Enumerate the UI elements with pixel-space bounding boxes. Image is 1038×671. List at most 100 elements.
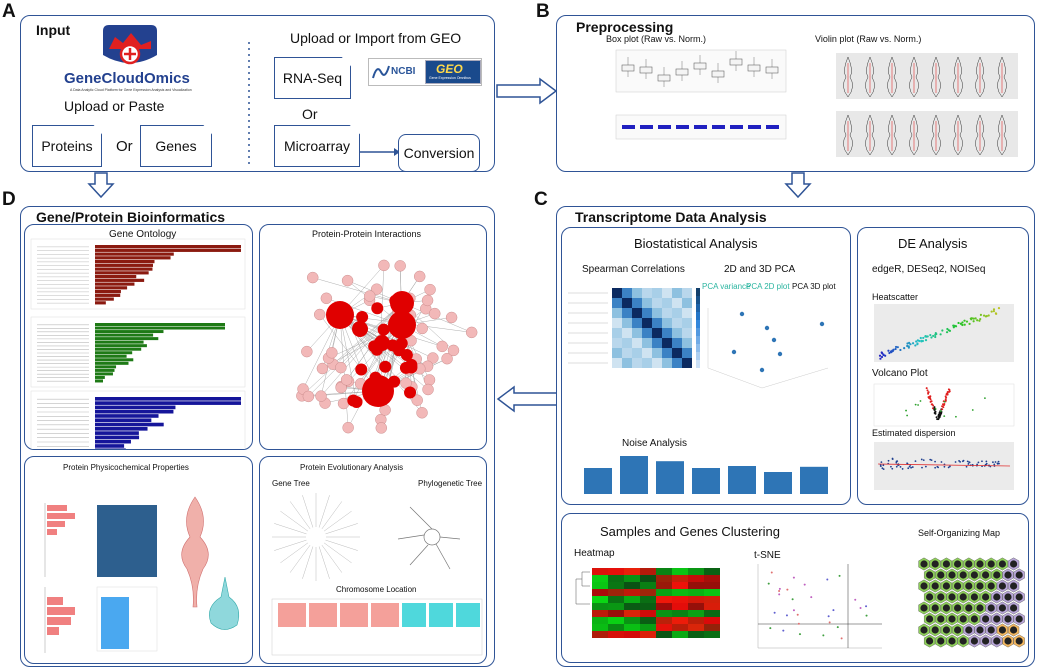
- physchem-box: Protein Physicochemical Properties: [24, 456, 253, 664]
- som-node: [970, 571, 978, 579]
- tsne-point: [778, 587, 781, 590]
- microarray-box[interactable]: Microarray: [274, 125, 360, 167]
- heatmap-cell: [656, 582, 672, 589]
- som-node: [954, 560, 962, 568]
- heatmap-cell: [656, 596, 672, 603]
- dispersion-point: [881, 467, 884, 470]
- heatmap-cell: [608, 589, 624, 596]
- corr-cell: [622, 308, 632, 318]
- volcano-point: [933, 406, 936, 409]
- som-node: [965, 582, 973, 590]
- volcano-point-green: [943, 400, 946, 403]
- proteins-box[interactable]: Proteins: [32, 125, 102, 167]
- go-bar: [95, 435, 140, 440]
- dispersion-point: [920, 458, 923, 461]
- tsne-point: [786, 588, 789, 591]
- heatscatter-point: [990, 310, 993, 313]
- volcano-point: [929, 398, 932, 401]
- rnaseq-box[interactable]: RNA-Seq: [274, 57, 351, 99]
- conversion-box[interactable]: Conversion: [398, 134, 480, 172]
- violin-label: Violin plot (Raw vs. Norm.): [815, 34, 922, 44]
- pca-point: [759, 367, 765, 373]
- heatscatter-point: [916, 343, 919, 346]
- tsne-point: [854, 598, 857, 601]
- go-bar: [95, 282, 135, 286]
- ppi-label: Protein-Protein Interactions: [312, 229, 422, 239]
- heatscatter-point: [984, 315, 988, 318]
- conversion-arrow: [360, 148, 400, 156]
- tsne-point: [769, 627, 772, 630]
- corr-cell: [652, 328, 662, 338]
- boxplot-figure: [615, 49, 787, 140]
- pc-bar: [47, 627, 59, 635]
- tsne-point: [796, 613, 799, 616]
- ppi-node: [427, 352, 439, 364]
- pc-bar: [47, 529, 57, 535]
- som-node: [920, 604, 928, 612]
- som-node: [965, 604, 973, 612]
- corr-cell: [612, 288, 622, 298]
- raw-box: [639, 66, 653, 74]
- som-node: [970, 615, 978, 623]
- corr-cell: [642, 298, 652, 308]
- heatscatter-point: [894, 347, 897, 351]
- som-node: [959, 593, 967, 601]
- corr-scale: [696, 352, 700, 360]
- pc-bar: [47, 597, 63, 605]
- ppi-node: [411, 394, 423, 406]
- raw-box: [657, 74, 671, 82]
- dispersion-point: [962, 459, 965, 462]
- tsne-point: [865, 614, 868, 617]
- som-node: [959, 571, 967, 579]
- gene-ontology-box: Gene Ontology: [24, 224, 253, 450]
- ppi-edge: [343, 324, 403, 404]
- heatmap-cell: [640, 631, 656, 638]
- volcano-point: [947, 388, 950, 391]
- ppi-node: [316, 362, 329, 375]
- raw-box: [711, 70, 725, 78]
- pca-tab-variance[interactable]: PCA variance: [702, 282, 751, 291]
- violin-shape: [953, 114, 963, 156]
- genes-box[interactable]: Genes: [140, 125, 212, 167]
- heatscatter-point: [882, 353, 885, 357]
- volcano-point: [942, 406, 945, 409]
- tsne-point: [828, 621, 831, 624]
- heatmap-cell: [624, 589, 640, 596]
- tsne-point: [792, 609, 795, 612]
- ppi-box: Protein-Protein Interactions: [259, 224, 487, 450]
- som-node: [993, 593, 1001, 601]
- pca-tab-3d[interactable]: PCA 3D plot: [792, 282, 836, 291]
- som-node: [987, 560, 995, 568]
- corr-cell: [632, 298, 642, 308]
- violin-shape: [997, 114, 1007, 156]
- dispersion-point: [992, 461, 994, 464]
- heatmap-cell: [688, 596, 704, 603]
- corr-cell: [682, 318, 692, 328]
- tsne-point: [836, 626, 839, 629]
- chromosome-label: Chromosome Location: [336, 585, 417, 594]
- som-node: [954, 626, 962, 634]
- corr-cell: [652, 318, 662, 328]
- som-node: [1015, 593, 1023, 601]
- heatmap-cell: [656, 617, 672, 624]
- volcano-point-green: [955, 415, 957, 418]
- norm-box: [622, 125, 635, 129]
- corr-cell: [682, 338, 692, 348]
- heatmap-cell: [704, 610, 720, 617]
- heatscatter-point: [979, 317, 982, 321]
- volcano-point: [927, 392, 930, 395]
- ncbi-label: NCBI: [391, 66, 416, 77]
- de-charts: [873, 304, 1015, 490]
- panel-letter-a: A: [2, 1, 16, 22]
- heatscatter-point: [954, 325, 958, 328]
- som-node: [959, 615, 967, 623]
- heatscatter-point: [992, 308, 996, 311]
- tsne-point: [773, 611, 776, 614]
- de-methods: edgeR, DESeq2, NOISeq: [872, 264, 986, 275]
- pca-tab-2d[interactable]: PCA 2D plot: [746, 282, 790, 291]
- ppi-edge: [339, 314, 357, 403]
- corr-cell: [672, 288, 682, 298]
- heatmap-cell: [592, 575, 608, 582]
- violin-shape: [975, 114, 985, 156]
- gene-tree-branch: [274, 523, 307, 535]
